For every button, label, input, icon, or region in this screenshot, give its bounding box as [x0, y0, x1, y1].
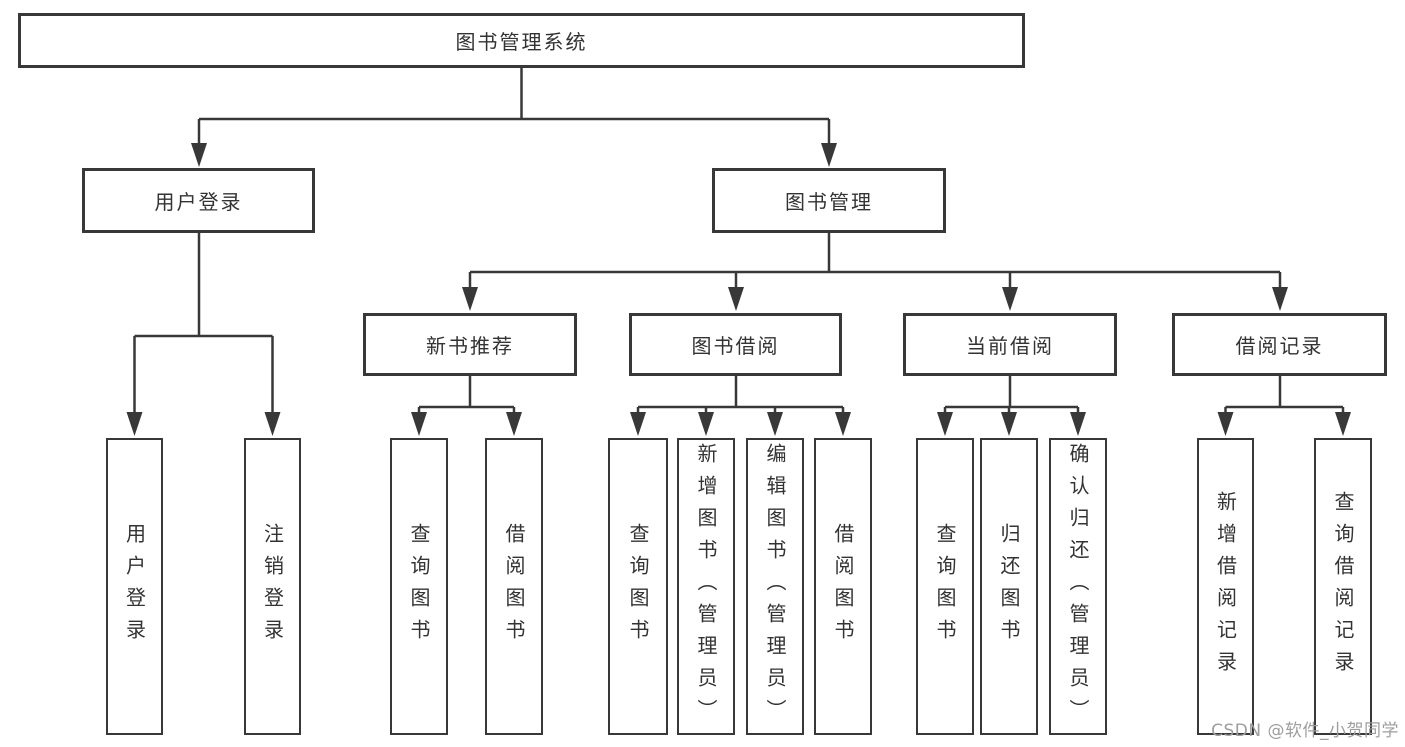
node-user-login-label: 用户登录 [154, 190, 243, 214]
leaf-query-borrow-record-label: 查询借阅记录 [1331, 490, 1355, 683]
node-root-label: 图书管理系统 [455, 30, 588, 54]
node-new-book-recommend: 新书推荐 [363, 313, 577, 376]
arrowheads [126, 119, 1351, 436]
node-book-management: 图书管理 [712, 168, 946, 233]
node-current-borrow: 当前借阅 [903, 313, 1117, 376]
leaf-query-books-borrow: 查询图书 [608, 438, 668, 735]
leaf-borrow-books-recommend-label: 借阅图书 [502, 522, 526, 651]
leaf-return-books-label: 归还图书 [997, 522, 1021, 651]
node-borrow-records: 借阅记录 [1172, 313, 1387, 376]
leaf-edit-books-admin: 编辑图书（管理员） [746, 438, 804, 735]
leaf-confirm-return-admin: 确认归还（管理员） [1049, 438, 1107, 735]
leaf-add-books-admin: 新增图书（管理员） [677, 438, 735, 735]
node-book-borrow: 图书借阅 [629, 313, 842, 376]
leaf-borrow-books: 借阅图书 [814, 438, 872, 735]
leaf-user-login: 用户登录 [106, 438, 163, 735]
node-current-borrow-label: 当前借阅 [966, 334, 1054, 358]
node-book-management-label: 图书管理 [785, 190, 873, 214]
leaf-return-books: 归还图书 [980, 438, 1038, 735]
leaf-query-books-recommend-label: 查询图书 [407, 522, 431, 651]
leaf-confirm-return-admin-label: 确认归还（管理员） [1066, 442, 1090, 731]
leaf-add-borrow-record-label: 新增借阅记录 [1213, 490, 1238, 683]
leaf-query-books-current-label: 查询图书 [933, 522, 957, 651]
leaf-borrow-books-label: 借阅图书 [831, 522, 855, 651]
csdn-watermark: CSDN @软件_小贺同学 [1211, 721, 1399, 741]
leaf-borrow-books-recommend: 借阅图书 [485, 438, 543, 735]
leaf-query-books-recommend: 查询图书 [390, 438, 448, 735]
leaf-query-borrow-record: 查询借阅记录 [1314, 438, 1372, 735]
leaf-edit-books-admin-label: 编辑图书（管理员） [763, 442, 787, 731]
node-root: 图书管理系统 [18, 13, 1025, 68]
leaf-add-borrow-record: 新增借阅记录 [1197, 438, 1254, 735]
leaf-logout: 注销登录 [244, 438, 301, 735]
leaf-query-books-borrow-label: 查询图书 [626, 522, 650, 651]
node-user-login: 用户登录 [82, 168, 315, 233]
node-borrow-records-label: 借阅记录 [1235, 334, 1324, 358]
node-new-book-recommend-label: 新书推荐 [426, 334, 514, 358]
leaf-logout-label: 注销登录 [260, 522, 285, 651]
leaf-user-login-label: 用户登录 [122, 522, 147, 651]
leaf-query-books-current: 查询图书 [916, 438, 974, 735]
node-book-borrow-label: 图书借阅 [691, 334, 780, 358]
leaf-add-books-admin-label: 新增图书（管理员） [694, 442, 718, 731]
connector-trunk-lines [134, 68, 1343, 409]
